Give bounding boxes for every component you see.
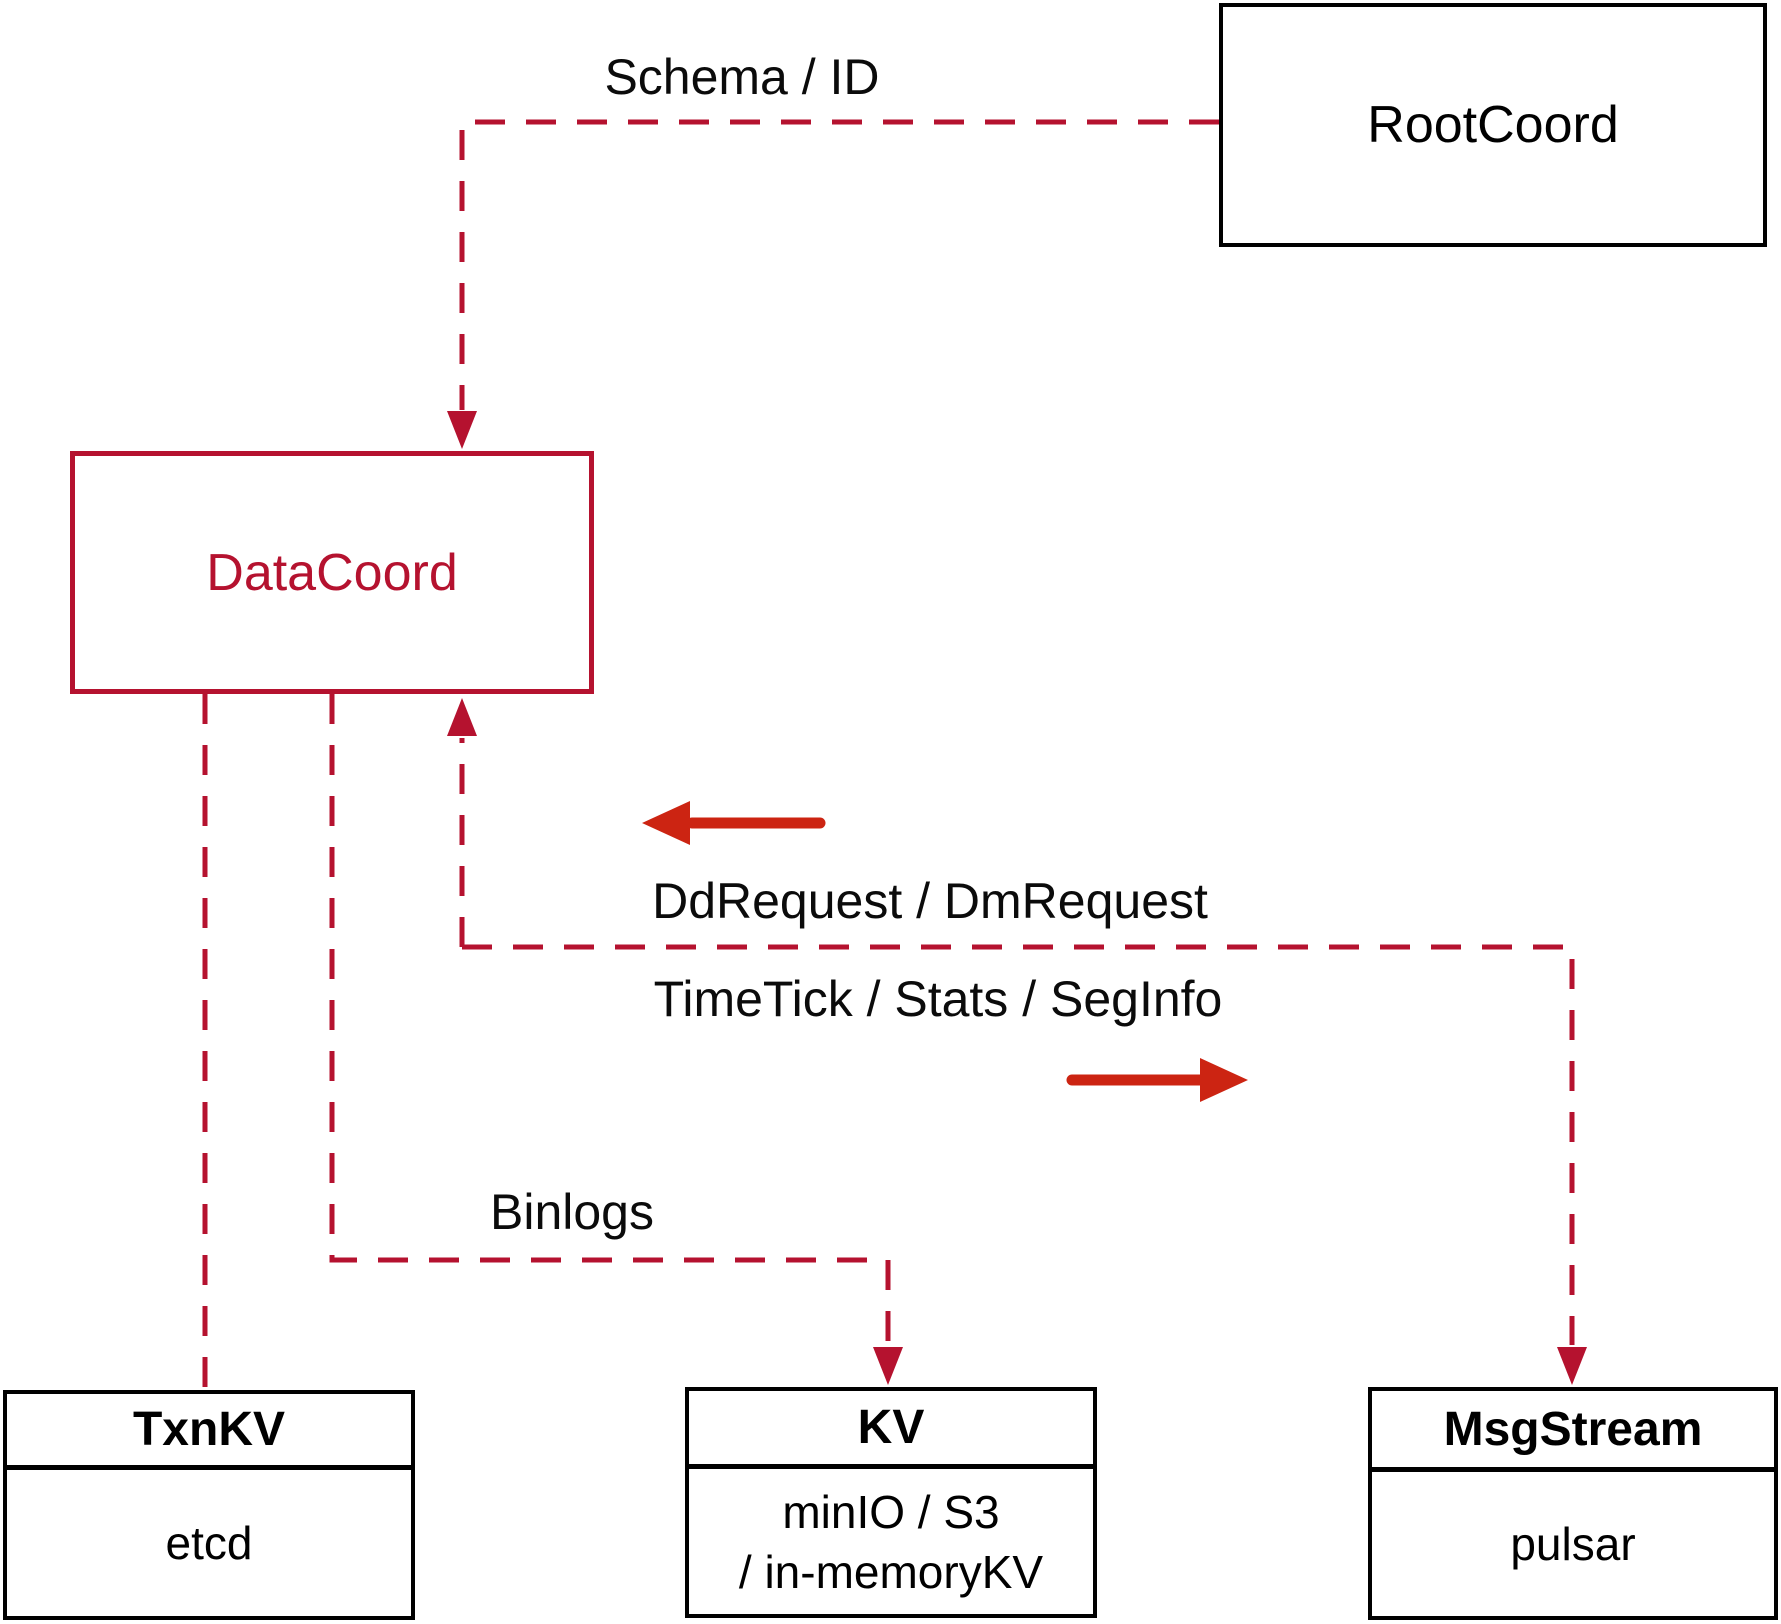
datacoord-label: DataCoord [206,543,458,602]
node-msgstream: MsgStream pulsar [1368,1387,1778,1620]
txnkv-impl-label: etcd [165,1517,253,1569]
edge-label-ddrequest-dmrequest: DdRequest / DmRequest [652,873,1208,929]
right-arrow-icon [1066,1058,1248,1102]
msgstream-body: pulsar [1372,1472,1774,1616]
edge-msgstream-datacoord [447,698,1587,1385]
node-rootcoord: RootCoord [1219,3,1767,247]
msgstream-impl-label: pulsar [1510,1518,1636,1570]
edge-datacoord-to-kv [329,694,903,1385]
node-kv: KV minIO / S3 / in-memoryKV [685,1387,1097,1618]
node-txnkv: TxnKV etcd [3,1390,415,1620]
txnkv-body: etcd [7,1470,411,1616]
kv-body: minIO / S3 / in-memoryKV [689,1469,1093,1614]
kv-impl-line2: / in-memoryKV [738,1545,1044,1598]
edge-label-binlogs: Binlogs [490,1184,654,1240]
node-datacoord: DataCoord [70,451,594,694]
msgstream-header: MsgStream [1372,1391,1774,1472]
kv-header: KV [689,1391,1093,1469]
left-arrow-icon [642,801,826,845]
kv-impl-line1: minIO / S3 [782,1485,1000,1538]
edge-rootcoord-to-datacoord [447,119,1219,449]
edge-label-timetick-stats-seginfo: TimeTick / Stats / SegInfo [653,971,1223,1027]
txnkv-header: TxnKV [7,1394,411,1470]
rootcoord-label: RootCoord [1367,96,1619,154]
edge-label-schema-id: Schema / ID [604,49,880,105]
